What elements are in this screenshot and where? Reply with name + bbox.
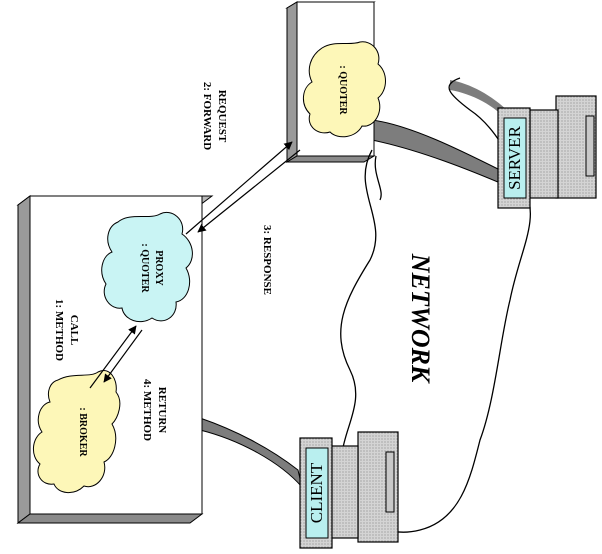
- step1-label-1: 1: METHOD: [53, 299, 65, 361]
- broker-label: : BROKER: [77, 407, 88, 457]
- forward-request-arrow: [185, 141, 293, 235]
- server-computer: [497, 95, 597, 209]
- server-wire-shadow: [450, 80, 530, 140]
- quoter-cloud: [303, 41, 386, 138]
- method-call-arrow: [89, 325, 137, 389]
- quoter-proxy-label-2: PROXY: [153, 250, 164, 286]
- method-return-arrow: [103, 329, 143, 383]
- step3-label: 3: RESPONSE: [261, 225, 273, 295]
- quoter-label: : QUOTER: [337, 65, 348, 115]
- quoter-proxy-cloud: [101, 212, 193, 323]
- step2-label-2: REQUEST: [216, 90, 228, 143]
- broker-cloud: [33, 370, 121, 493]
- network-label: NETWORK: [406, 253, 435, 384]
- step4-label-2: RETURN: [156, 387, 168, 434]
- server-label: SERVER: [505, 125, 524, 189]
- client-computer: [299, 431, 399, 549]
- step4-label-1: 4: METHOD: [141, 379, 153, 441]
- step2-label-1: 2: FORWARD: [201, 82, 213, 150]
- response-arrow: [197, 149, 301, 233]
- client-link-shadow: [199, 417, 303, 488]
- quoter-proxy-label-1: : QUOTER: [139, 243, 150, 293]
- client-label: CLIENT: [307, 462, 326, 523]
- network-wire-left: [374, 155, 382, 201]
- step1-label-2: CALL: [68, 315, 80, 346]
